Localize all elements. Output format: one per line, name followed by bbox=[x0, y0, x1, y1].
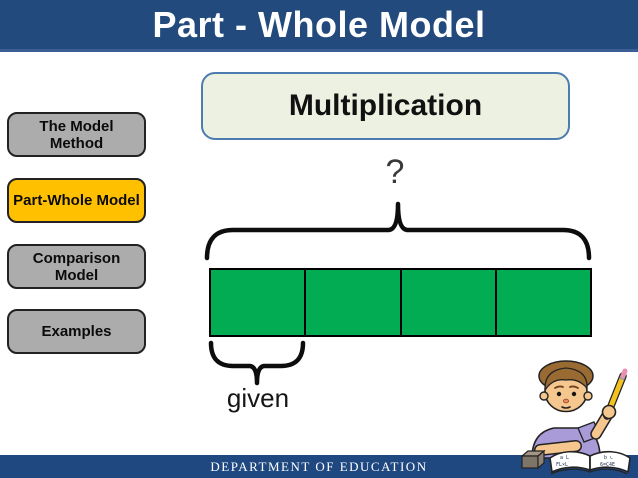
sidebar-item-comparison-model[interactable]: Comparison Model bbox=[7, 244, 146, 289]
topic-heading-box: Multiplication bbox=[201, 72, 570, 140]
sidebar-item-the-model-method[interactable]: The Model Method bbox=[7, 112, 146, 157]
given-label: given bbox=[226, 383, 290, 413]
bar-segment bbox=[211, 270, 307, 335]
footer-text: DEPARTMENT OF EDUCATION bbox=[210, 458, 428, 474]
given-brace bbox=[208, 340, 306, 386]
whole-question-label: ? bbox=[385, 153, 405, 191]
page-title: Part - Whole Model bbox=[152, 3, 486, 45]
bar-segment bbox=[402, 270, 497, 335]
sidebar-item-part-whole-model[interactable]: Part-Whole Model bbox=[7, 178, 146, 223]
bar-segment bbox=[306, 270, 402, 335]
student-clipart: a L FL×L b ∟ 6=C4E bbox=[520, 360, 631, 475]
svg-text:a L: a L bbox=[560, 455, 569, 461]
topic-heading-label: Multiplication bbox=[288, 89, 483, 122]
svg-text:6=C4E: 6=C4E bbox=[600, 462, 615, 468]
whole-brace bbox=[204, 201, 592, 261]
bar-segment bbox=[497, 270, 590, 335]
footer-bar: DEPARTMENT OF EDUCATION bbox=[0, 455, 638, 478]
part-whole-bar bbox=[209, 268, 592, 337]
svg-text:b ∟: b ∟ bbox=[604, 455, 613, 461]
svg-text:FL×L: FL×L bbox=[556, 462, 568, 468]
title-bar: Part - Whole Model bbox=[0, 0, 638, 52]
sidebar-item-examples[interactable]: Examples bbox=[7, 309, 146, 354]
